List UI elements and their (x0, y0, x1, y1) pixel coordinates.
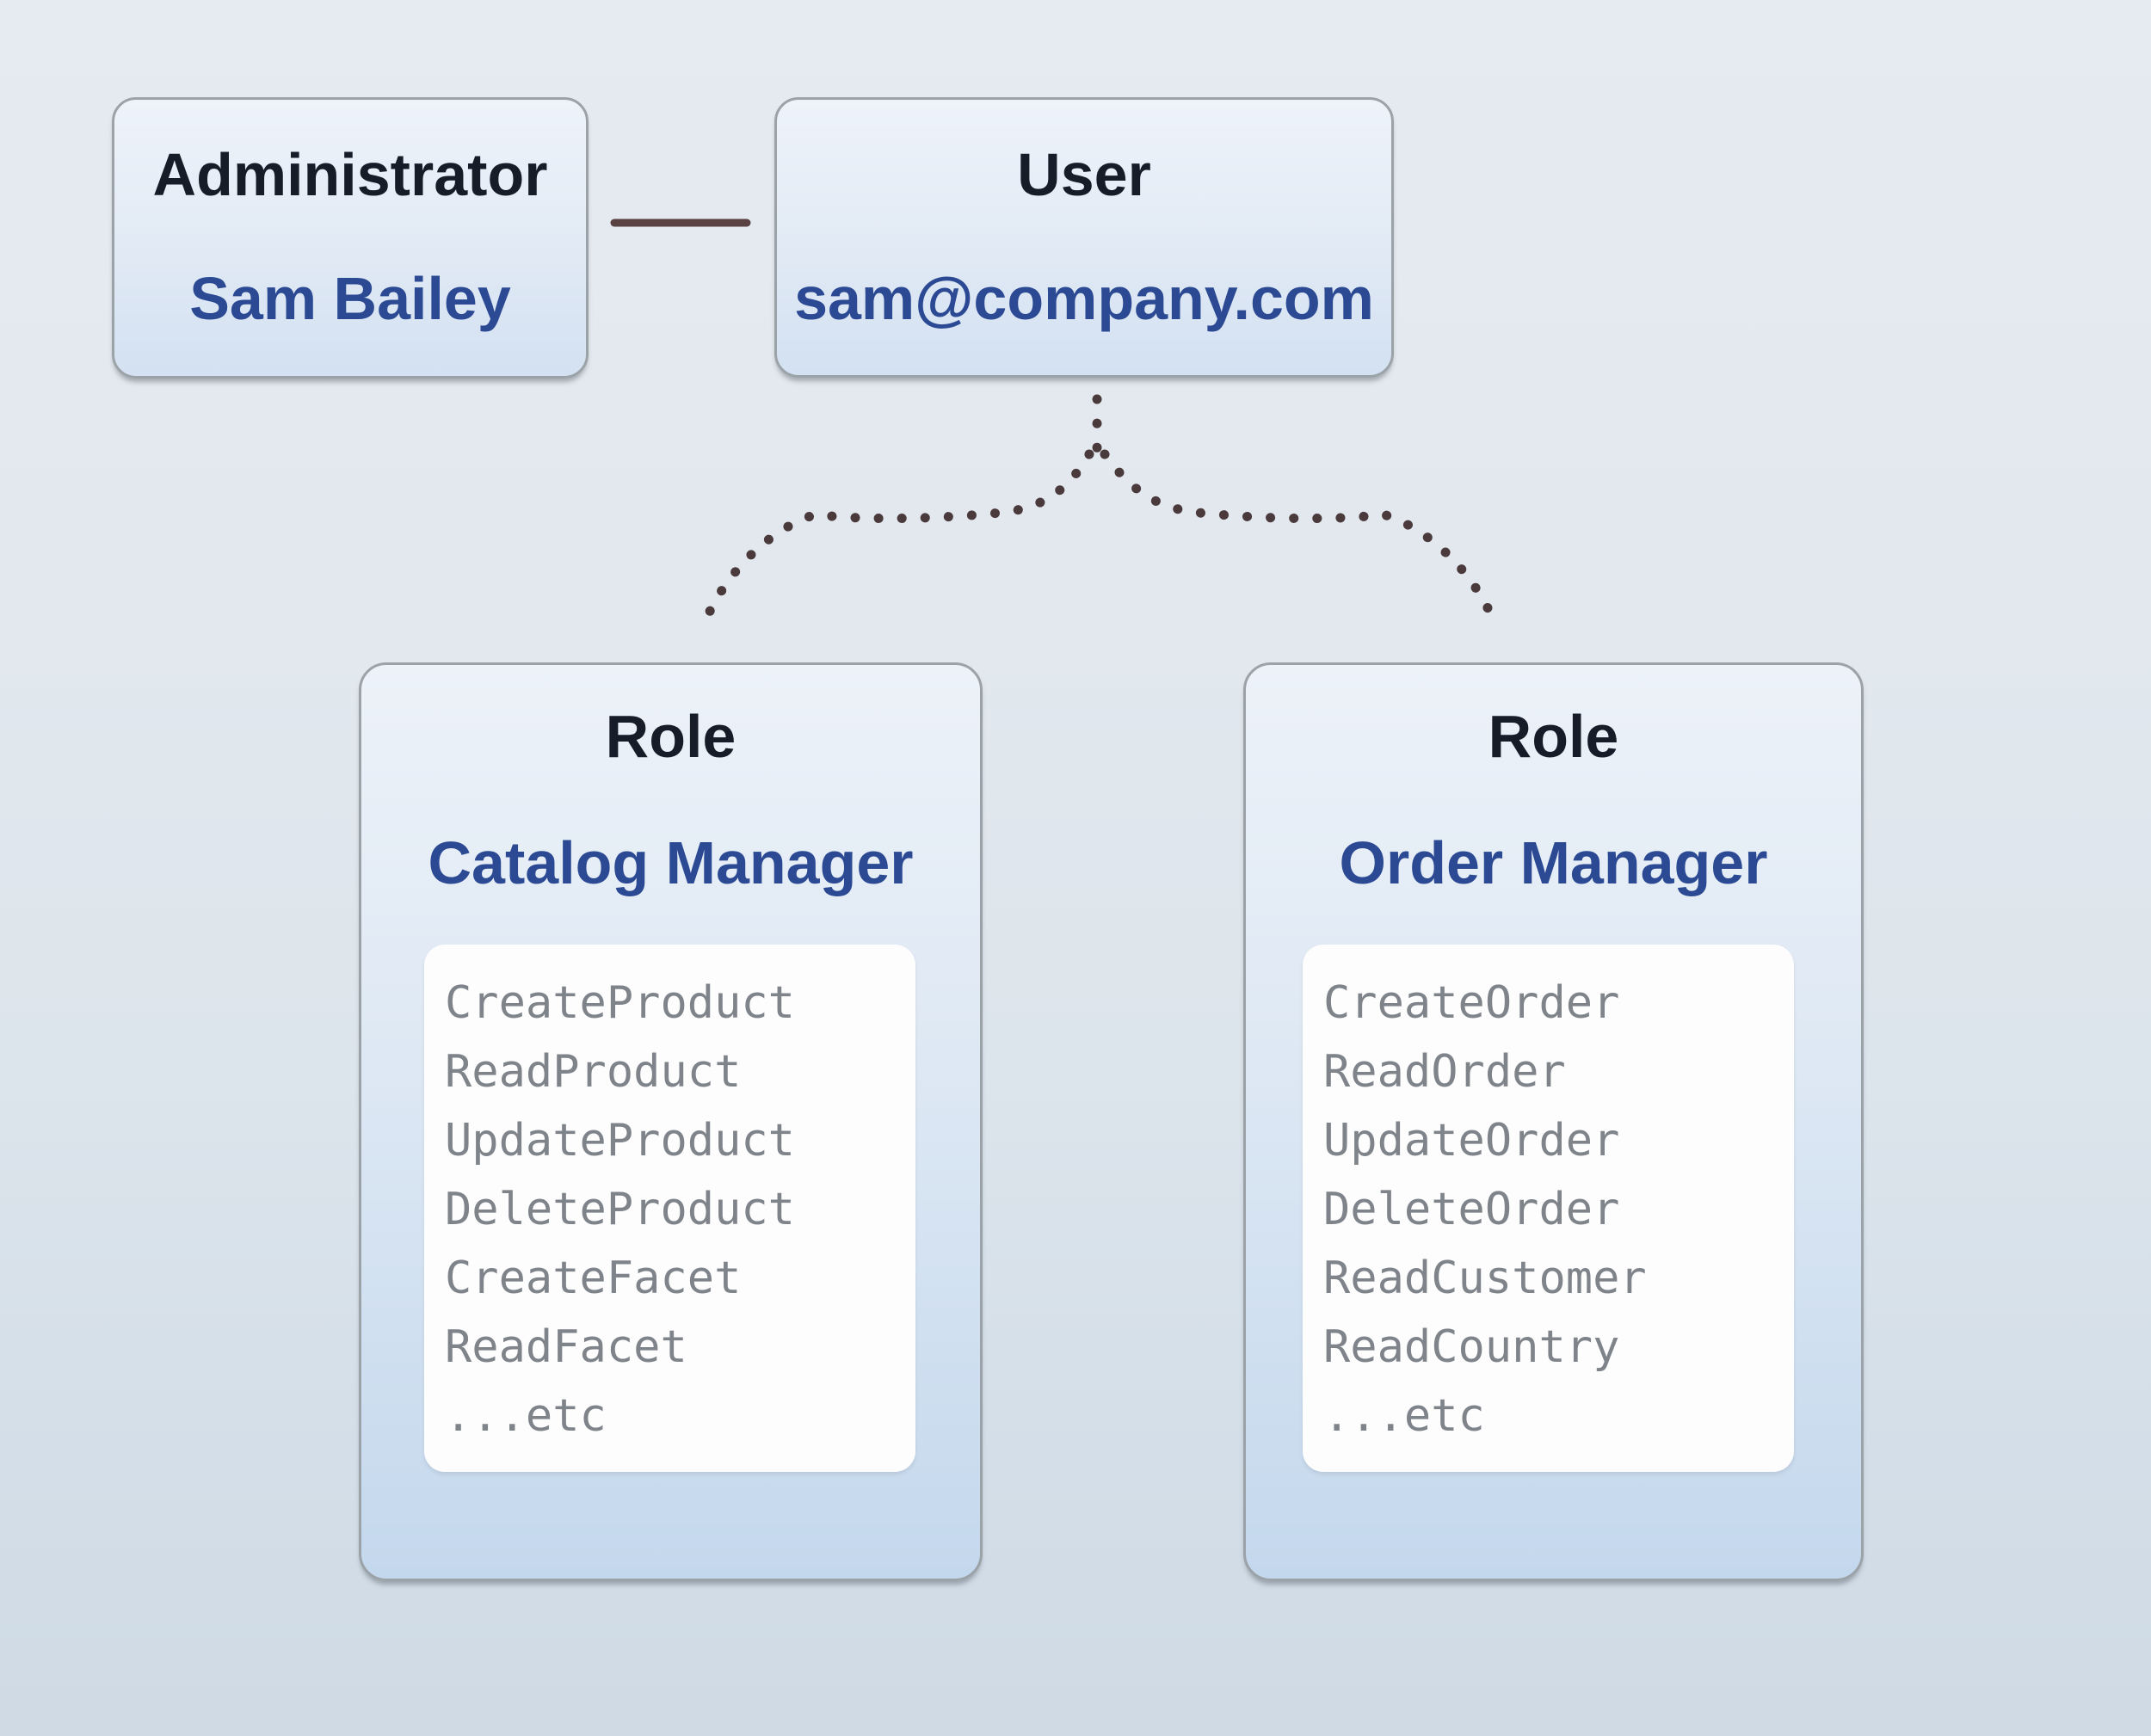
permission-item: ReadOrder (1323, 1046, 1566, 1098)
permission-item: CreateFacet (445, 1253, 742, 1304)
permission-item: ReadCustomer (1323, 1253, 1647, 1304)
permission-item: UpdateProduct (445, 1115, 795, 1167)
permission-list-catalog: CreateProduct ReadProduct UpdateProduct … (424, 945, 915, 1472)
user-card: User sam@company.com (774, 97, 1394, 378)
administrator-card: Administrator Sam Bailey (112, 97, 589, 379)
administrator-name: Sam Bailey (189, 265, 511, 332)
user-role-dotted-connector-right (1100, 449, 1501, 630)
permission-item: ReadFacet (445, 1321, 687, 1373)
role-card-catalog-manager: Role Catalog Manager CreateProduct ReadP… (359, 662, 983, 1581)
permission-list-order: CreateOrder ReadOrder UpdateOrder Delete… (1303, 945, 1794, 1472)
user-card-title: User (1017, 141, 1151, 208)
permission-item: CreateProduct (445, 977, 795, 1029)
role-card-order-manager: Role Order Manager CreateOrder ReadOrder… (1243, 662, 1864, 1581)
role-name-catalog-manager: Catalog Manager (428, 829, 914, 896)
permission-item: ReadProduct (445, 1046, 742, 1098)
role-card-title: Role (605, 703, 737, 770)
permission-item: DeleteOrder (1323, 1184, 1620, 1235)
permission-item: DeleteProduct (445, 1184, 795, 1235)
role-card-title: Role (1488, 703, 1619, 770)
permission-item: ...etc (445, 1390, 607, 1442)
permission-item: ReadCountry (1323, 1321, 1620, 1373)
role-name-order-manager: Order Manager (1339, 829, 1768, 896)
permission-item: ...etc (1323, 1390, 1485, 1442)
user-email: sam@company.com (794, 265, 1374, 332)
administrator-card-title: Administrator (152, 141, 548, 208)
permission-item: UpdateOrder (1323, 1115, 1620, 1167)
permission-item: CreateOrder (1323, 977, 1620, 1029)
user-role-dotted-connector-left (699, 449, 1094, 630)
